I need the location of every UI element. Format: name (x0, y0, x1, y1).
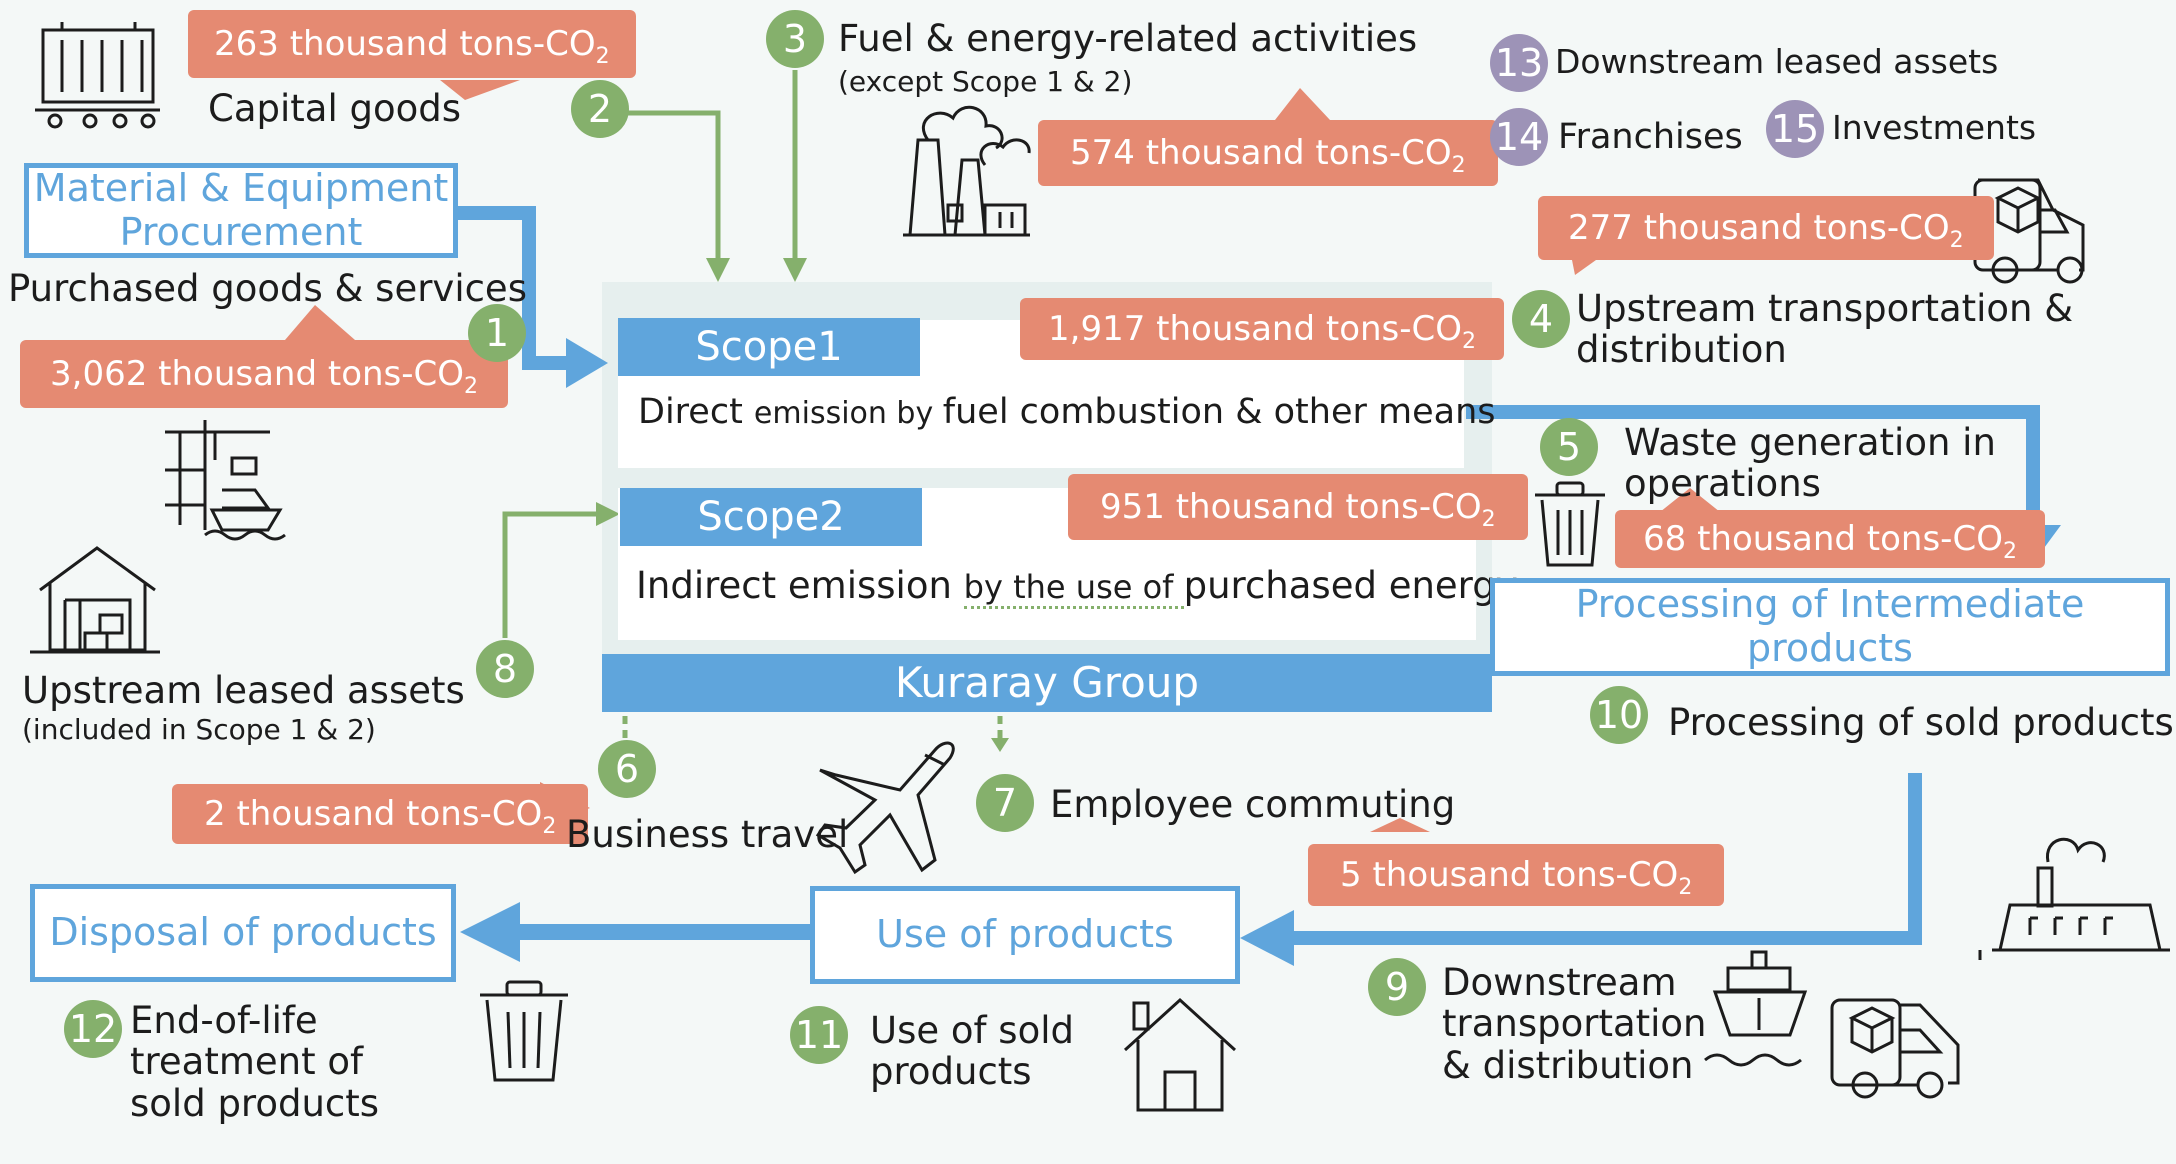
business-travel-badge: 2 thousand tons-CO2 (172, 784, 589, 844)
warehouse-icon (30, 546, 160, 654)
disposal-label: End-of-life treatment of sold products (130, 999, 380, 1125)
arrow-processing-to-use (1240, 773, 1922, 966)
category-number-11: 11 (790, 1006, 848, 1064)
investments-label: Investments (1832, 108, 2037, 147)
arrow-capital-goods-head (706, 258, 730, 282)
container-icon (35, 22, 160, 129)
commuting-badge: 5 thousand tons-CO2 (1308, 844, 1725, 906)
badge-tail-purchased (285, 305, 355, 340)
purchased-goods-badge: 3,062 thousand tons-CO2 (20, 340, 509, 408)
franchises-label: Franchises (1558, 117, 1743, 157)
category-number-1: 1 (468, 304, 526, 362)
upstream-transport-badge: 277 thousand tons-CO2 (1538, 196, 1994, 260)
business-travel-label: Business travel (566, 813, 849, 856)
arrow-fuel-head (783, 258, 807, 282)
upstream-transport-label: Upstream transportation & distribution (1576, 287, 2074, 372)
category-number-6: 6 (598, 740, 656, 798)
category-number-3: 3 (766, 10, 824, 68)
commuting-label: Employee commuting (1050, 783, 1456, 826)
badge-tail-waste (1660, 488, 1720, 512)
scope1-badge: 1,917 thousand tons-CO2 (1020, 298, 1505, 360)
capital-goods-badge: 263 thousand tons-CO2 (188, 10, 636, 78)
trash-icon-disposal (480, 980, 568, 1082)
category-number-15: 15 (1766, 100, 1824, 158)
ship-icon (1704, 950, 1808, 1067)
downstream-leased-label: Downstream leased assets (1555, 42, 1999, 81)
truck-icon (1973, 178, 2085, 284)
truck-icon-downstream (1830, 998, 1960, 1099)
use-label: Use of sold products (870, 1009, 1074, 1094)
fuel-label: Fuel & energy-related activities (838, 17, 1418, 60)
house-icon (1123, 997, 1237, 1112)
upstream-leased-label: Upstream leased assets (22, 669, 465, 712)
waste-label: Waste generation in operations (1624, 421, 1996, 506)
scope2-description: Indirect emission by the use of purchase… (636, 564, 1518, 609)
fuel-sub: (except Scope 1 & 2) (838, 65, 1133, 98)
processing-box: Processing of Intermediate products (1490, 578, 2170, 676)
processing-label: Processing of sold products (1668, 701, 2174, 744)
category-number-13: 13 (1490, 34, 1548, 92)
scope1-header: Scope1 (618, 318, 920, 376)
category-number-12: 12 (64, 1000, 122, 1058)
factory-icon (903, 105, 1031, 237)
arrow-capital-goods (625, 110, 721, 262)
category-number-8: 8 (476, 640, 534, 698)
airplane-icon (815, 741, 955, 875)
trash-icon-waste (1535, 481, 1605, 567)
downstream-transport-label: Downstream transportation & distribution (1442, 961, 1707, 1087)
badge-tail-capital (440, 80, 520, 100)
category-number-14: 14 (1490, 108, 1548, 166)
category-number-9: 9 (1368, 958, 1426, 1016)
purchased-goods-label: Purchased goods & services (8, 267, 527, 310)
category-number-5: 5 (1540, 418, 1598, 476)
kuraray-group-bar: Kuraray Group (602, 654, 1492, 712)
category-number-4: 4 (1512, 290, 1570, 348)
use-of-products-box: Use of products (810, 886, 1240, 984)
category-number-7: 7 (976, 774, 1034, 832)
scope2-header: Scope2 (620, 488, 922, 546)
badge-tail-commuting (1370, 818, 1430, 832)
capital-goods-label: Capital goods (208, 87, 462, 130)
arrow-upstream-leased-head (596, 502, 620, 526)
waste-badge: 68 thousand tons-CO2 (1615, 510, 2045, 568)
scope1-description: Direct emission by fuel combustion & oth… (638, 392, 1496, 432)
arrow-upstream-leased (502, 511, 600, 638)
factory-icon-processing (1978, 837, 2170, 960)
fuel-badge: 574 thousand tons-CO2 (1038, 120, 1498, 186)
port-ship-icon (165, 420, 286, 541)
badge-tail-fuel (1275, 88, 1330, 120)
category-number-10: 10 (1590, 686, 1648, 744)
arrow-commuting-head (991, 738, 1009, 752)
disposal-box: Disposal of products (30, 884, 456, 982)
arrow-use-to-disposal (460, 902, 811, 962)
category-number-2: 2 (571, 80, 629, 138)
scope2-badge: 951 thousand tons-CO2 (1068, 474, 1528, 540)
upstream-leased-sub: (included in Scope 1 & 2) (22, 713, 376, 746)
material-procurement-box: Material & Equipment Procurement (24, 163, 458, 258)
